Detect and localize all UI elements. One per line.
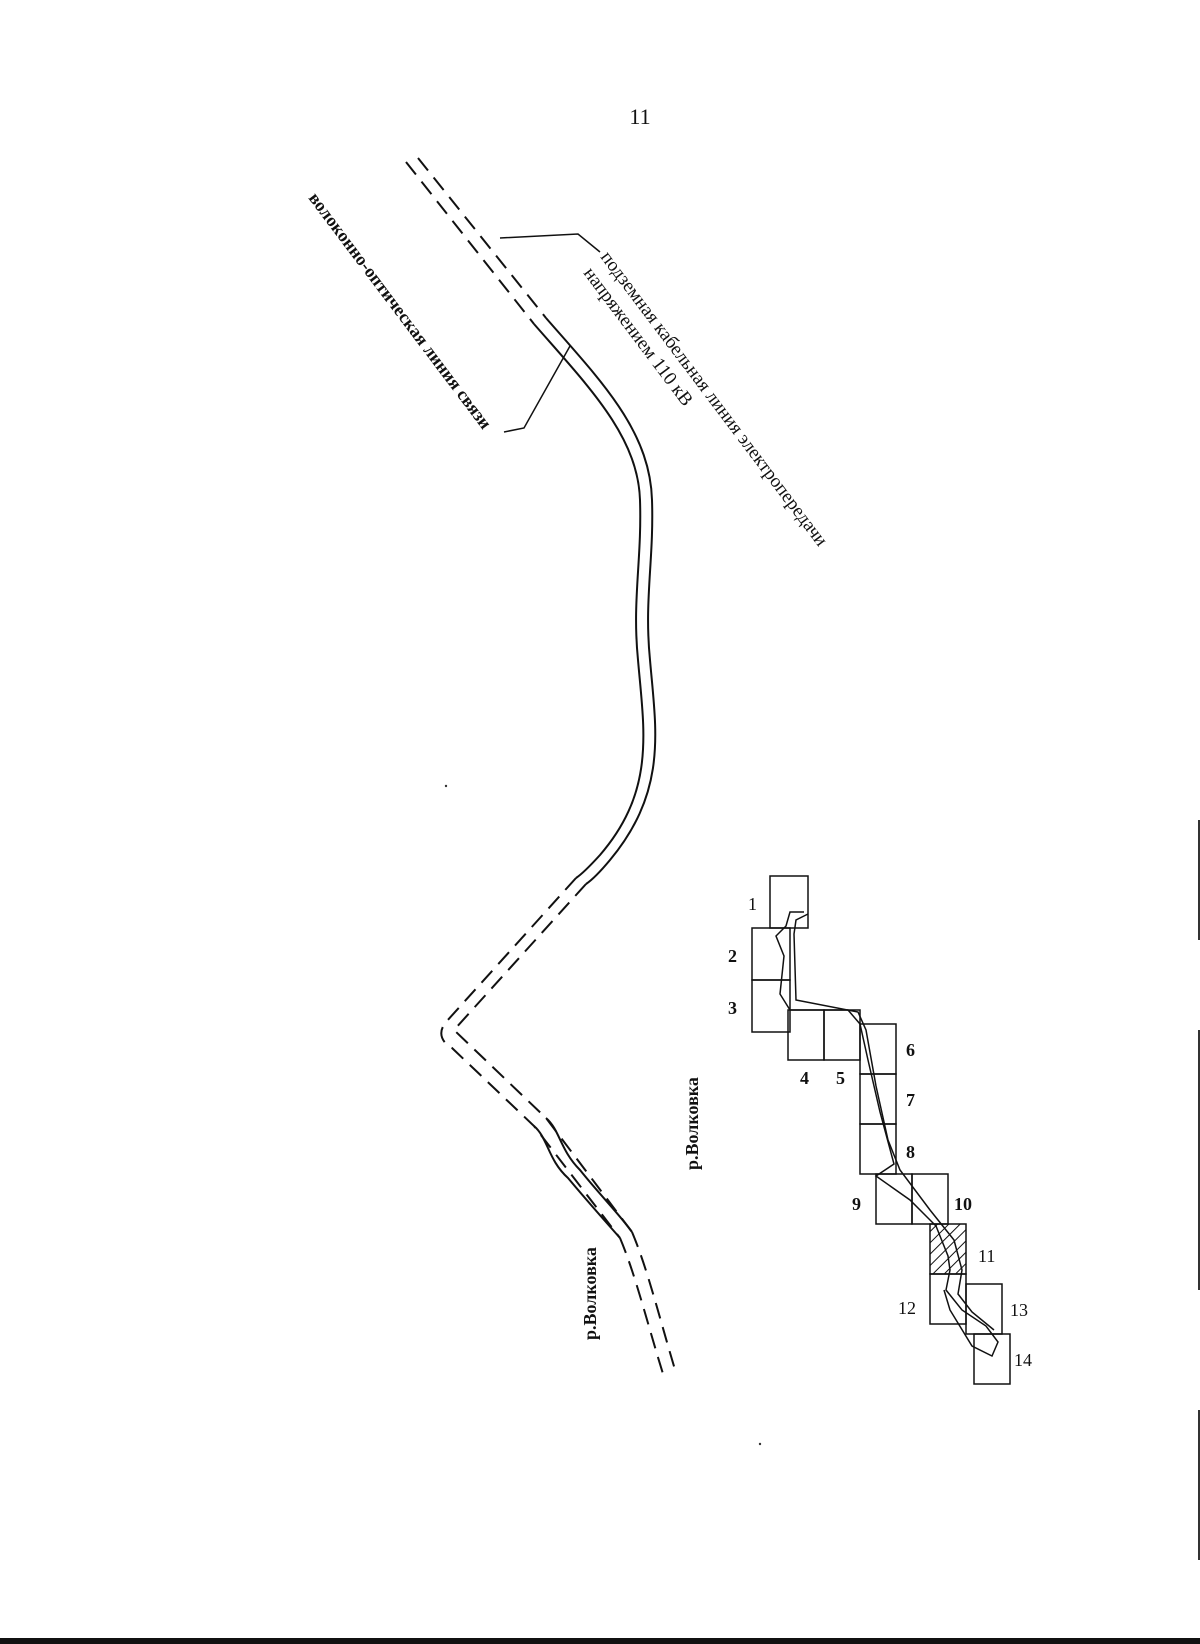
sheet-number-2: 2	[728, 946, 737, 966]
sheet-number-11: 11	[978, 1246, 995, 1266]
fiber-optic-line-solid	[533, 323, 645, 879]
sheet-10[interactable]	[911, 1173, 949, 1225]
sheet-numbers: 1 2 3 4 5 6 7 8 9 10 11 12 13 14	[728, 894, 1032, 1370]
leader-lines	[499, 233, 601, 433]
sheet-number-3: 3	[728, 998, 737, 1018]
sheet-index	[751, 875, 1011, 1385]
fiber-optic-line-lower	[440, 877, 621, 1239]
cable-route	[405, 157, 677, 1378]
sheet-number-5: 5	[836, 1068, 845, 1088]
river-label-upper: р.Волковка	[682, 1077, 702, 1170]
scan-bottom-edge	[0, 1638, 1200, 1644]
sheet-14[interactable]	[973, 1333, 1011, 1385]
fiber-optic-line-solid-lower	[533, 1125, 621, 1239]
power-cable-line-lower	[452, 883, 633, 1233]
sheet-number-13: 13	[1010, 1300, 1028, 1320]
sheet-number-12: 12	[898, 1298, 916, 1318]
sheet-index-route-2	[793, 913, 995, 1331]
sheet-number-8: 8	[906, 1142, 915, 1162]
sheet-number-10: 10	[954, 1194, 972, 1214]
scan-edge-mark	[1198, 1030, 1200, 1290]
scan-edge-mark	[1198, 820, 1200, 940]
fiber-optic-line	[405, 161, 535, 325]
sheet-number-7: 7	[906, 1090, 915, 1110]
sheet-index-route	[775, 911, 999, 1358]
scan-speck	[758, 1442, 762, 1446]
river-label-lower: р.Волковка	[580, 1247, 600, 1340]
power-line-label: подземная кабельная линия электропередач…	[596, 247, 832, 550]
sheet-1[interactable]	[769, 875, 809, 929]
page-number: 11	[629, 104, 651, 129]
power-line-leader	[499, 233, 601, 253]
power-cable-line-solid-lower	[545, 1117, 633, 1233]
sheet-number-1: 1	[748, 894, 757, 914]
power-cable-line	[417, 157, 547, 319]
sheet-number-14: 14	[1014, 1350, 1032, 1370]
sheet-7[interactable]	[859, 1073, 897, 1125]
scan-edge-mark	[1198, 1410, 1200, 1560]
fiber-line-label: волоконно-оптическая линия связи	[305, 188, 496, 432]
power-cable-line-tail	[631, 1231, 677, 1374]
sheet-number-4: 4	[800, 1068, 809, 1088]
sheet-number-6: 6	[906, 1040, 915, 1060]
scan-speck	[444, 784, 448, 788]
sheet-3[interactable]	[751, 979, 791, 1033]
sheet-number-9: 9	[852, 1194, 861, 1214]
fiber-line-leader	[503, 345, 571, 433]
fiber-optic-line-tail	[619, 1237, 665, 1378]
sheet-4[interactable]	[787, 1009, 825, 1061]
sheet-13[interactable]	[965, 1283, 1003, 1335]
sheet-9[interactable]	[875, 1173, 913, 1225]
sheet-2[interactable]	[751, 927, 791, 981]
power-cable-line-solid	[545, 317, 657, 885]
